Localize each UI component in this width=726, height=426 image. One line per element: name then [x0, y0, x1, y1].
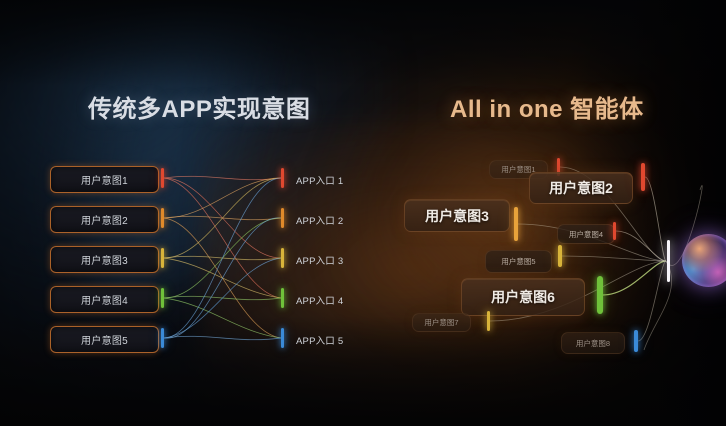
right-intent-label: 用户意图4 — [568, 229, 604, 239]
right-intent-label: 用户意图2 — [549, 180, 613, 196]
app-entry-label-2: APP入口 2 — [296, 216, 344, 227]
right-intent-label: 用户意图5 — [501, 257, 536, 266]
left-intent-label: 用户意图1 — [80, 176, 129, 187]
app-entry-connector-1 — [281, 168, 284, 188]
app-entry-label-1: APP入口 1 — [296, 176, 344, 187]
left-intent-box-5[interactable]: 用户意图5 — [50, 326, 159, 353]
right-intent-box-6[interactable]: 用户意图6 — [461, 278, 585, 316]
app-entry-connector-3 — [281, 248, 284, 268]
right-intent-connector-2 — [641, 163, 645, 191]
left-intent-connector-5 — [161, 328, 164, 348]
right-intent-connector-3 — [514, 207, 518, 241]
left-intent-box-4[interactable]: 用户意图4 — [50, 286, 159, 313]
right-intent-box-5[interactable]: 用户意图5 — [485, 250, 552, 273]
right-intent-label: 用户意图8 — [575, 338, 611, 348]
right-intent-connector-1 — [557, 158, 560, 176]
right-intent-box-8[interactable]: 用户意图8 — [561, 332, 625, 354]
left-intent-box-2[interactable]: 用户意图2 — [50, 206, 159, 233]
right-intent-label: 用户意图7 — [424, 318, 459, 327]
app-entry-label-3: APP入口 3 — [296, 256, 344, 267]
right-intent-box-3[interactable]: 用户意图3 — [404, 199, 510, 232]
right-intent-label: 用户意图6 — [491, 289, 555, 305]
right-intent-label: 用户意图1 — [501, 165, 536, 174]
left-intent-label: 用户意图3 — [80, 256, 129, 267]
app-entry-connector-2 — [281, 208, 284, 228]
left-intent-label: 用户意图2 — [80, 216, 129, 227]
left-intent-connector-3 — [161, 248, 164, 268]
left-intent-label: 用户意图4 — [80, 296, 129, 307]
right-intent-connector-6 — [597, 276, 603, 314]
right-section-title: All in one 智能体 — [450, 96, 644, 123]
right-intent-box-7[interactable]: 用户意图7 — [412, 313, 471, 332]
right-intent-box-4[interactable]: 用户意图4 — [557, 224, 615, 244]
app-entry-label-5: APP入口 5 — [296, 336, 344, 347]
left-intent-connector-4 — [161, 288, 164, 308]
app-entry-connector-5 — [281, 328, 284, 348]
left-intent-box-3[interactable]: 用户意图3 — [50, 246, 159, 273]
right-intent-connector-4 — [613, 222, 616, 240]
app-entry-label-4: APP入口 4 — [296, 296, 344, 307]
left-intent-label: 用户意图5 — [80, 336, 129, 347]
right-intent-connector-8 — [634, 330, 638, 352]
left-intent-box-1[interactable]: 用户意图1 — [50, 166, 159, 193]
left-intent-connector-2 — [161, 208, 164, 228]
right-intent-connector-5 — [558, 245, 562, 267]
agent-entry-bar — [667, 240, 670, 282]
app-entry-connector-4 — [281, 288, 284, 308]
left-intent-connector-1 — [161, 168, 164, 188]
right-intent-box-2[interactable]: 用户意图2 — [529, 172, 633, 204]
right-intent-connector-7 — [487, 311, 490, 331]
left-section-title: 传统多APP实现意图 — [88, 96, 311, 123]
background-right-shade — [576, 0, 726, 426]
ai-agent-orb — [682, 234, 726, 287]
right-intent-label: 用户意图3 — [425, 207, 489, 224]
